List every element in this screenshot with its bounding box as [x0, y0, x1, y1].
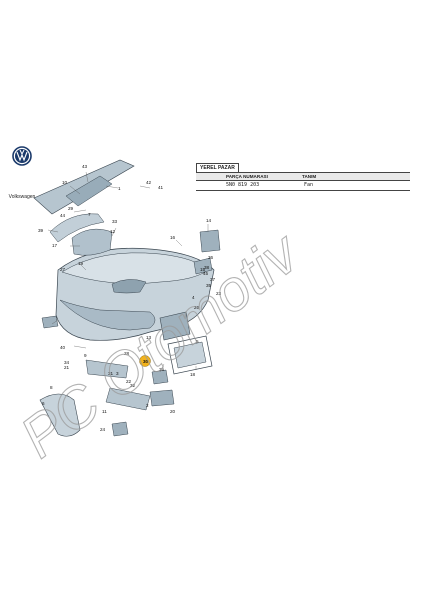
callout-1: 1 — [118, 186, 121, 191]
center-console-frame — [167, 335, 213, 375]
callout-2: 2 — [146, 403, 149, 408]
callout-16: 16 — [170, 235, 176, 240]
table-divider — [196, 190, 410, 191]
callout-12: 12 — [110, 229, 116, 234]
callout-7: 7 — [88, 212, 91, 217]
callout-9: 9 — [84, 353, 87, 358]
callout-30: 30 — [143, 359, 149, 364]
callout-29: 29 — [68, 206, 74, 211]
callout-43: 43 — [82, 164, 88, 169]
instrument-hood — [111, 279, 147, 294]
parts-table: YEREL PAZAR PARÇA NUMARASI TANIM 5N0 819… — [196, 163, 410, 197]
callout-5: 5 — [196, 339, 199, 344]
callout-19: 19 — [78, 261, 84, 266]
callout-21: 21 — [64, 365, 70, 370]
bracket-right — [193, 257, 213, 275]
callout-10: 10 — [62, 180, 68, 185]
callout-13: 13 — [146, 335, 152, 340]
callout-37: 37 — [210, 277, 216, 282]
callout-31: 31 — [108, 371, 114, 376]
callout-42: 42 — [146, 180, 152, 185]
callout-20: 20 — [170, 409, 176, 414]
callout-34: 34 — [64, 360, 70, 365]
brand-name: Volkswagen — [8, 194, 36, 200]
leader-lines — [47, 171, 209, 373]
callout-11: 11 — [102, 409, 107, 414]
callout-15: 15 — [200, 267, 206, 272]
center-console-inner — [173, 341, 207, 369]
callout-17: 17 — [52, 243, 58, 248]
lower-duct — [85, 359, 129, 379]
cross-member-bracket — [65, 175, 113, 207]
dashboard-lower-shell — [59, 299, 156, 331]
callout-38: 38 — [204, 265, 210, 270]
side-duct — [105, 387, 151, 411]
callout-14: 14 — [206, 218, 212, 223]
column-part-number: PARÇA NUMARASI — [226, 174, 268, 179]
callout-28: 28 — [124, 351, 130, 356]
callout-45: 45 — [203, 271, 209, 276]
callout-4: 4 — [192, 295, 195, 300]
callout-23: 23 — [216, 291, 222, 296]
callout-6: 6 — [42, 401, 45, 406]
callout-18: 18 — [190, 372, 196, 377]
callout-40: 40 — [60, 345, 66, 350]
column-description: TANIM — [302, 174, 317, 179]
part-number-value: 5N0 819 203 — [226, 182, 260, 188]
table-row: 5N0 819 203 Fan — [196, 181, 410, 188]
callout-35: 35 — [206, 283, 212, 288]
center-vent — [159, 311, 191, 341]
brand: Volkswagen — [4, 166, 40, 200]
callout-25: 25 — [159, 367, 165, 372]
vw-logo — [12, 146, 32, 166]
callout-41: 41 — [158, 185, 164, 190]
callout-39: 39 — [38, 228, 44, 233]
callout-24: 24 — [100, 427, 106, 432]
table-column-headers: PARÇA NUMARASI TANIM — [196, 172, 410, 181]
description-value: Fan — [304, 182, 314, 188]
callout-8: 8 — [50, 385, 53, 390]
callout-3: 3 — [116, 371, 119, 376]
bracket-left — [41, 315, 59, 329]
callout-36: 36 — [208, 255, 214, 260]
callout-44: 44 — [60, 213, 66, 218]
highlight-marker — [139, 355, 151, 367]
floor-duct — [39, 393, 81, 437]
highlighted-fan — [151, 369, 169, 385]
callout-22: 22 — [126, 379, 132, 384]
vent-small — [111, 421, 129, 437]
callout-33: 33 — [112, 219, 118, 224]
glovebox-cover — [71, 228, 113, 256]
callout-27: 27 — [60, 267, 66, 272]
callout-26: 26 — [194, 305, 200, 310]
callout-32: 32 — [130, 383, 136, 388]
vent-lower — [149, 389, 175, 407]
vent-right — [199, 229, 221, 253]
defroster-duct — [49, 213, 105, 243]
